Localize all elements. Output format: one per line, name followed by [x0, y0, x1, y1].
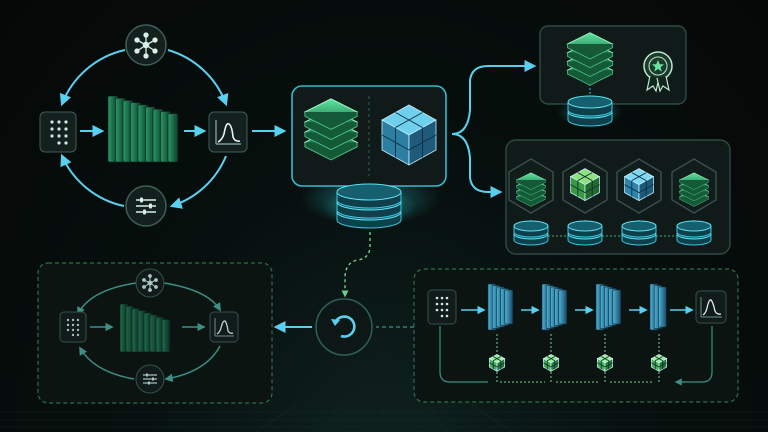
deploy-branch-arrows	[451, 60, 537, 198]
deployment-target	[671, 158, 717, 246]
layered-stack-icon	[303, 98, 359, 161]
database-icon	[557, 95, 623, 127]
training-stage	[649, 283, 667, 331]
training-stage	[541, 283, 568, 331]
training-stage	[595, 283, 622, 331]
distributed-training-panel	[413, 268, 739, 403]
database-icon	[321, 183, 417, 229]
deployment-target	[562, 158, 608, 246]
retrain-connectors	[273, 232, 414, 333]
sliders-icon	[125, 185, 167, 227]
small-cube-icon	[650, 353, 668, 372]
small-cube-icon	[488, 353, 506, 372]
neural-layer	[161, 319, 171, 353]
deployment-target	[616, 158, 662, 246]
neural-layer	[167, 113, 179, 163]
small-cube-icon	[542, 353, 560, 372]
stack-layer	[303, 98, 359, 130]
sliders-icon	[135, 364, 165, 394]
network-hub-icon	[125, 24, 167, 66]
refresh-cycle-icon	[315, 298, 373, 356]
line-chart-icon	[208, 111, 248, 153]
floor-grid	[0, 404, 768, 432]
layered-stack-icon	[566, 32, 614, 86]
network-hub-icon	[135, 268, 165, 298]
data-document-icon	[427, 289, 457, 325]
small-cube-icon	[596, 353, 614, 372]
line-chart-icon	[209, 311, 239, 343]
neural-layers	[119, 303, 171, 353]
stack-layer	[515, 172, 547, 190]
data-document-icon	[39, 111, 77, 153]
line-chart-icon	[695, 290, 727, 324]
stack-layer	[678, 172, 710, 190]
deployment-target	[508, 158, 554, 246]
neural-layers	[107, 95, 179, 163]
training-cycle	[59, 49, 229, 209]
cube-grid-icon	[381, 104, 437, 166]
training-stage	[487, 283, 514, 331]
stack-layer	[566, 32, 614, 60]
award-badge-icon	[643, 51, 673, 93]
data-document-icon	[59, 311, 87, 343]
